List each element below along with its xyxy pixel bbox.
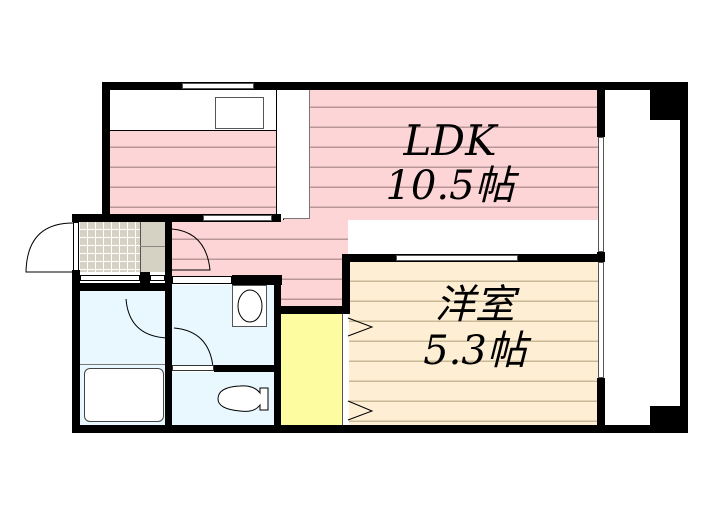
western-sliding-door — [396, 255, 518, 261]
wall-shoe-divider — [140, 272, 150, 284]
toilet-icon — [217, 385, 269, 412]
wall-entrance-bottom — [72, 283, 172, 291]
western-room-floor — [348, 262, 598, 425]
ldk-size: 10.5帖 — [385, 163, 515, 209]
wall-left-upper — [102, 82, 110, 222]
closet-door — [342, 313, 349, 425]
wall-bath-wash — [165, 270, 172, 432]
toilet-door-swing-icon — [173, 327, 214, 368]
bathroom-door-swing-icon — [125, 298, 168, 339]
western-balcony-window — [598, 262, 604, 378]
entrance-step — [140, 222, 166, 272]
ldk-name: LDK — [403, 116, 497, 165]
shoe-shelf-2 — [150, 275, 165, 281]
wall-washroom-top — [232, 275, 282, 285]
entrance-door-swing-icon — [25, 222, 74, 273]
ldk-label: LDK 10.5帖 — [360, 116, 540, 209]
western-room-size: 5.3帖 — [423, 328, 527, 374]
ldk-floor-lower — [172, 220, 348, 282]
balcony-column-top — [650, 82, 688, 120]
western-room-name: 洋室 — [435, 282, 515, 328]
wall-top — [102, 82, 688, 90]
wall-western-left — [342, 254, 350, 314]
balcony-column-bottom — [650, 406, 688, 433]
shoe-shelf — [80, 275, 140, 281]
toilet-door — [172, 365, 214, 371]
wall-toilet-top — [214, 365, 276, 372]
washbasin-bowl-icon — [237, 289, 263, 323]
wall-entrance-right — [165, 214, 172, 274]
washroom-shelf — [172, 276, 232, 284]
wall-balcony-inner-top — [597, 82, 605, 137]
wall-closet-top — [274, 306, 348, 314]
wall-bottom — [72, 425, 688, 433]
bathtub — [84, 368, 164, 422]
column — [272, 214, 281, 222]
kitchen-sliding-door — [203, 215, 272, 221]
wall-right — [680, 82, 688, 433]
wall-washroom-right — [274, 275, 281, 432]
ldk-door-swing-icon — [171, 228, 211, 271]
kitchen-window — [182, 83, 254, 89]
sink — [215, 97, 264, 129]
entrance-tile — [80, 222, 140, 272]
refrigerator-space — [283, 88, 310, 219]
wall-entrance-top — [72, 214, 272, 222]
closet-door-marks-icon — [347, 317, 374, 421]
western-room-label: 洋室 5.3帖 — [390, 285, 560, 371]
step-line — [140, 246, 165, 247]
bathroom-divider — [80, 364, 166, 365]
ldk-floor-corridor — [278, 280, 348, 310]
closet-floor — [281, 313, 342, 425]
ldk-balcony-window — [598, 137, 604, 252]
wall-left — [72, 270, 80, 432]
wall-balcony-inner-bottom — [597, 378, 605, 433]
